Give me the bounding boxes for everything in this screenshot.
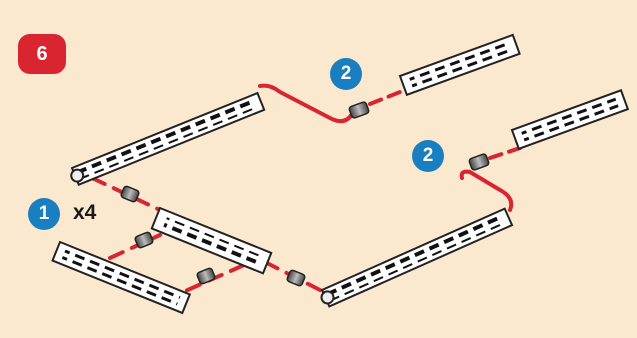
assembly-line-top xyxy=(260,86,352,122)
quantity-multiplier: x4 xyxy=(73,201,96,225)
quantity-badge-middle-right: 2 xyxy=(412,140,444,172)
axle-connector xyxy=(196,267,215,284)
assembly-lines xyxy=(92,86,520,300)
short-beam-top-right xyxy=(400,35,520,95)
long-beam-bottom-right xyxy=(318,209,512,308)
axle-connector xyxy=(120,185,139,202)
cross-beam-center xyxy=(152,208,272,273)
axle-connector xyxy=(348,101,369,118)
assembly-line-mid xyxy=(462,172,512,210)
assembly-line-mid-dash xyxy=(490,148,520,158)
short-beam-mid-right xyxy=(512,90,628,148)
axle-connector xyxy=(468,153,489,170)
long-beam-left xyxy=(68,93,264,186)
step-number-badge: 6 xyxy=(18,34,66,74)
axle-connector xyxy=(134,231,153,248)
quantity-badge-left: 1 xyxy=(28,198,60,230)
quantity-badge-top-right: 2 xyxy=(330,58,362,90)
assembly-line-top-dash xyxy=(370,92,400,104)
axle-connector xyxy=(286,269,305,286)
